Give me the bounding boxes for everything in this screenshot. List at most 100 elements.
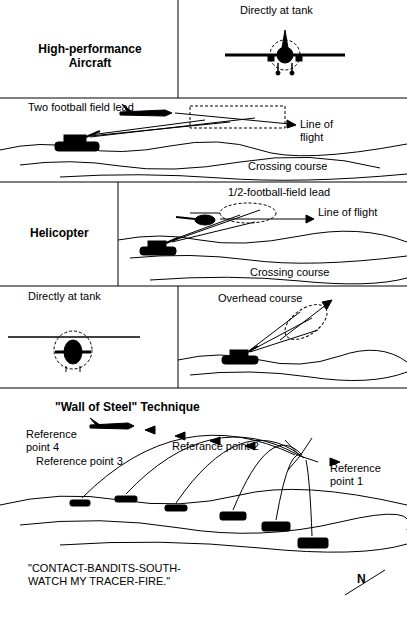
fire-line: [90, 120, 205, 135]
text-label: "Wall of Steel" Technique: [55, 400, 275, 414]
terrain: [0, 142, 407, 156]
flight-arrow: [175, 432, 185, 440]
flight-arrow: [220, 215, 314, 223]
burst: [300, 456, 318, 462]
terrain: [118, 231, 407, 284]
tank: [230, 350, 248, 357]
tank: [64, 135, 86, 143]
flight-arrow: [220, 219, 308, 220]
grid-line: [0, 0, 407, 388]
aim-box: [190, 106, 285, 128]
helicopter-front-view: [66, 366, 67, 372]
grid-line: [0, 182, 407, 183]
terrain: [130, 255, 407, 263]
jet-front-view: [277, 47, 293, 63]
tank: [220, 512, 246, 520]
text-label: Directly at tank: [28, 290, 148, 303]
grid-line: [178, 0, 179, 98]
text-label: N: [357, 572, 377, 586]
tracer-arc: [233, 445, 302, 510]
helicopter-front-view: [8, 336, 140, 338]
fire-line: [172, 222, 255, 242]
text-label: Crossing course: [250, 266, 370, 279]
aim-ellipse: [279, 298, 333, 347]
tank: [70, 500, 90, 506]
helicopter-front-view: [80, 366, 81, 372]
grid-line: [0, 286, 407, 287]
north-arrow: [345, 570, 385, 595]
burst: [300, 438, 312, 456]
text-label: Directly at tank: [240, 4, 350, 17]
grid-line: [0, 388, 407, 389]
helicopter-side-view: [176, 213, 220, 225]
burst: [288, 456, 300, 470]
text-label: Line of flight: [300, 118, 348, 144]
tracer-arc: [306, 460, 312, 536]
flight-arrow: [280, 305, 326, 340]
text-label: Line of flight: [318, 206, 406, 219]
text-label: Referance point 2: [172, 440, 302, 453]
text-label: Two football field lead: [28, 101, 188, 114]
tank: [70, 496, 328, 548]
text-label: Helicopter: [30, 226, 115, 240]
terrain: [20, 514, 407, 533]
terrain: [178, 350, 407, 380]
terrain: [60, 174, 407, 180]
flight-arrow: [280, 300, 332, 340]
terrain: [0, 489, 407, 505]
tracer-arc: [276, 455, 304, 520]
terrain: [190, 372, 407, 381]
aim-circle: [54, 331, 92, 369]
flight-arrow: [322, 300, 332, 309]
flight-arrow: [175, 113, 296, 128]
tank: [165, 505, 187, 511]
helicopter-side-view: [176, 217, 195, 219]
helicopter-front-view: [55, 351, 91, 354]
helicopter-front-view: [8, 337, 140, 372]
jet-side-view: [90, 418, 100, 425]
tank: [115, 496, 137, 502]
fire-line: [172, 210, 260, 242]
tank: [222, 346, 258, 364]
flight-arrow: [145, 426, 340, 466]
jet-front-view: [276, 71, 280, 75]
grid-line: [178, 286, 179, 388]
tank: [262, 522, 290, 531]
fire-line: [172, 210, 260, 241]
jet-front-view: [290, 71, 294, 75]
flight-arrow: [145, 426, 155, 434]
tank: [148, 241, 166, 248]
terrain: [150, 277, 407, 284]
flight-arrow: [306, 215, 314, 223]
helicopter-side-view: [195, 215, 215, 225]
aim-circle: [270, 40, 300, 70]
flight-arrow: [287, 120, 296, 128]
aim-ellipse: [220, 203, 276, 223]
text-label: High-performance Aircraft: [30, 42, 150, 70]
text-label: Overhead course: [218, 292, 338, 305]
text-label: Crossing course: [248, 160, 368, 173]
flight-arrow: [175, 113, 290, 124]
helicopter-side-view: [190, 213, 220, 214]
fire-line: [250, 330, 318, 352]
terrain: [0, 142, 407, 180]
terrain: [60, 542, 407, 552]
text-label: Reference point 3: [36, 455, 166, 468]
text-label: "CONTACT-BANDITS-SOUTH- WATCH MY TRACER-…: [28, 562, 218, 588]
jet-front-view: [225, 30, 345, 75]
grid-line: [0, 98, 407, 99]
terrain: [178, 350, 407, 364]
text-label: Reference point 4: [26, 428, 88, 454]
tank: [298, 538, 328, 548]
terrain: [0, 489, 407, 552]
burst: [285, 438, 318, 470]
burst: [285, 440, 300, 456]
fire-line: [250, 312, 318, 352]
text-label: 1/2-football-field lead: [228, 186, 378, 199]
jet-side-view: [90, 418, 134, 429]
tank: [55, 131, 100, 151]
jet-front-view: [282, 30, 288, 48]
tracer-arc: [82, 435, 312, 536]
